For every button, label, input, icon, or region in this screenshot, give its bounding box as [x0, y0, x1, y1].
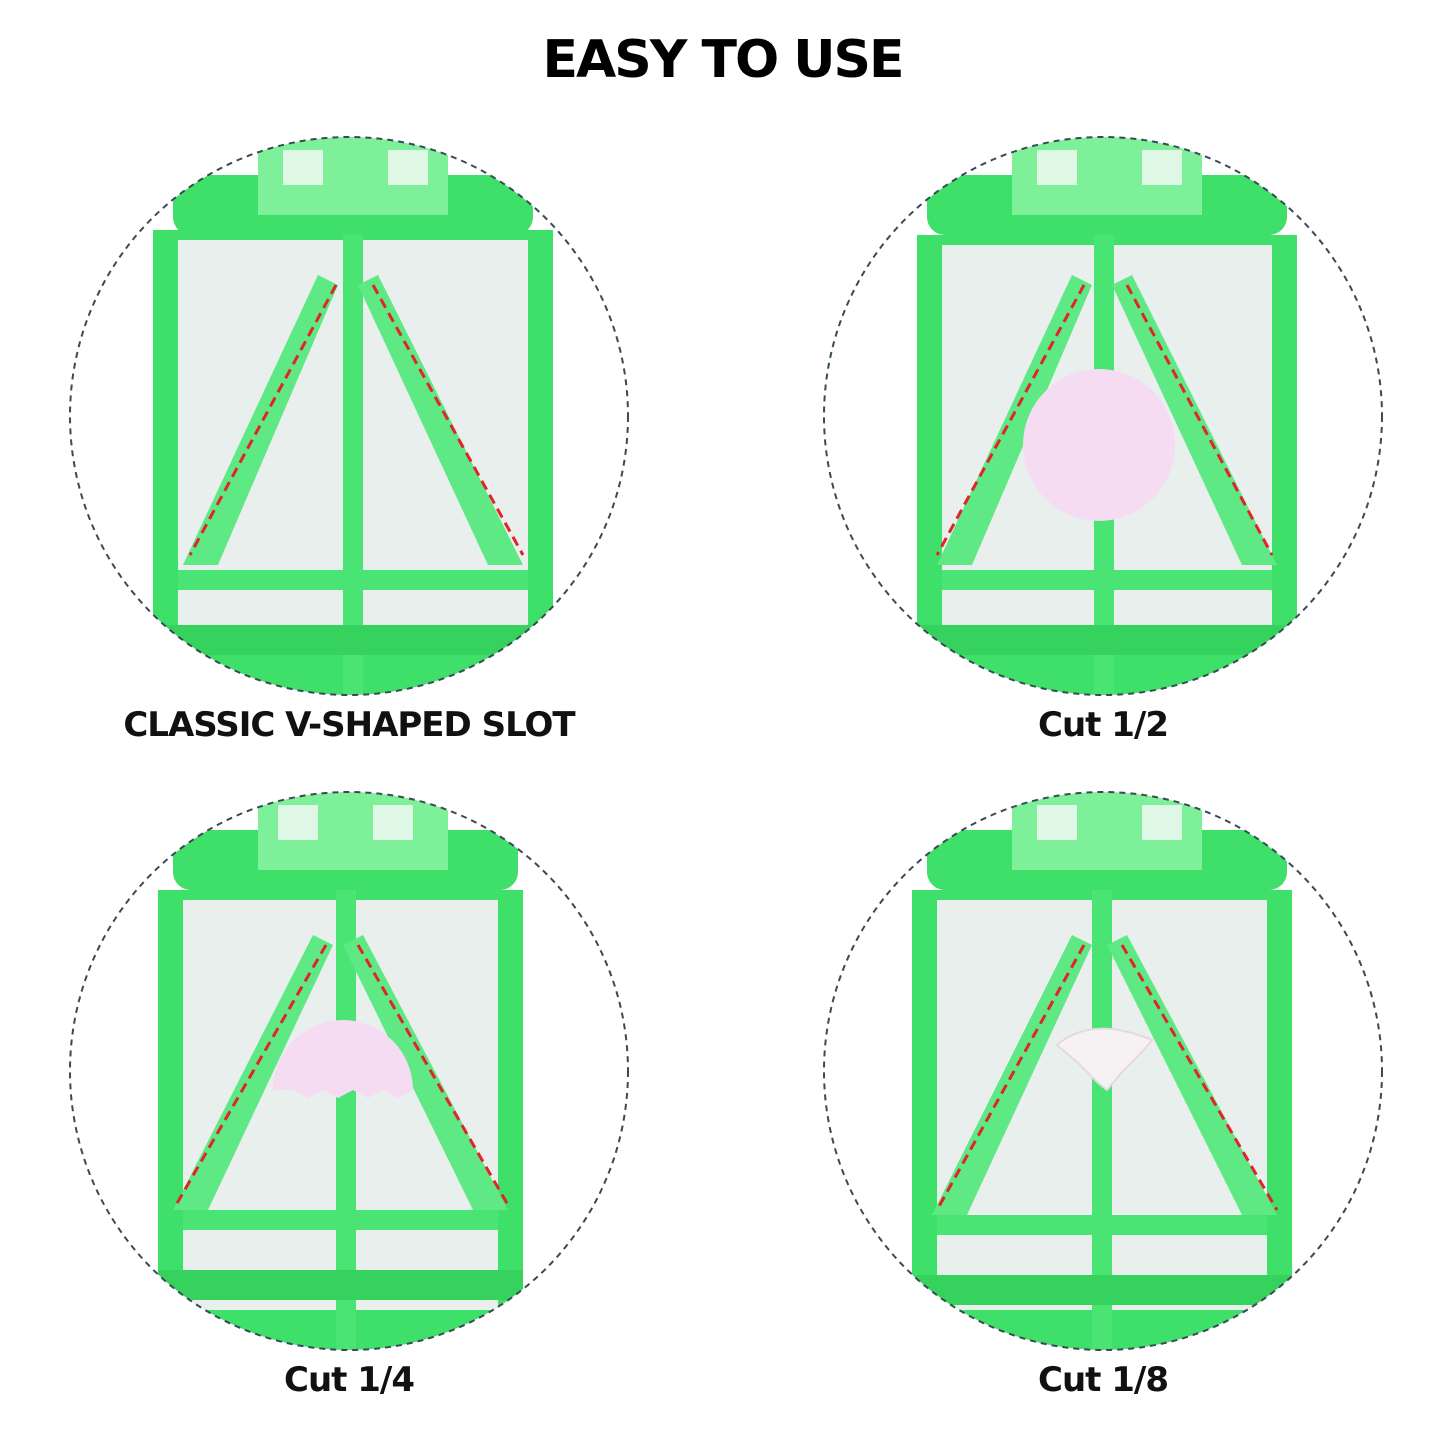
panel-cut-half [822, 135, 1384, 697]
panel-cut-quarter [68, 790, 630, 1352]
caption-v-slot: CLASSIC V-SHAPED SLOT [123, 705, 575, 745]
dashed-circle-outline [69, 791, 629, 1351]
panel-v-slot [68, 135, 630, 697]
pill-cutter-image [824, 137, 1382, 695]
caption-cut-eighth: Cut 1/8 [1038, 1360, 1169, 1400]
left-blade-line [935, 284, 1086, 556]
left-blade-line [174, 944, 328, 1206]
caption-cut-half: Cut 1/2 [1038, 705, 1169, 745]
half-pill [273, 1020, 413, 1098]
pill-cutter-image [824, 792, 1382, 1350]
left-blade-line [935, 944, 1086, 1211]
v-slot-illustration [69, 136, 629, 696]
pill-cutter-image [70, 137, 628, 695]
caption-cut-quarter: Cut 1/4 [284, 1360, 415, 1400]
right-blade-line [1120, 944, 1279, 1211]
cut-eighth-illustration [823, 791, 1383, 1351]
right-blade-line [371, 284, 525, 556]
dashed-circle-outline [823, 136, 1383, 696]
cut-quarter-illustration [69, 791, 629, 1351]
dashed-circle-outline [69, 136, 629, 696]
cut-half-illustration [823, 136, 1383, 696]
right-blade-line [1125, 284, 1274, 556]
whole-pill [1023, 369, 1175, 521]
pill-cutter-image [70, 792, 628, 1350]
left-blade-line [188, 284, 338, 556]
dashed-circle-outline [823, 791, 1383, 1351]
panel-cut-eighth [822, 790, 1384, 1352]
quarter-pill [1055, 1027, 1154, 1092]
right-blade-line [356, 944, 510, 1206]
page-title: EASY TO USE [542, 30, 905, 90]
